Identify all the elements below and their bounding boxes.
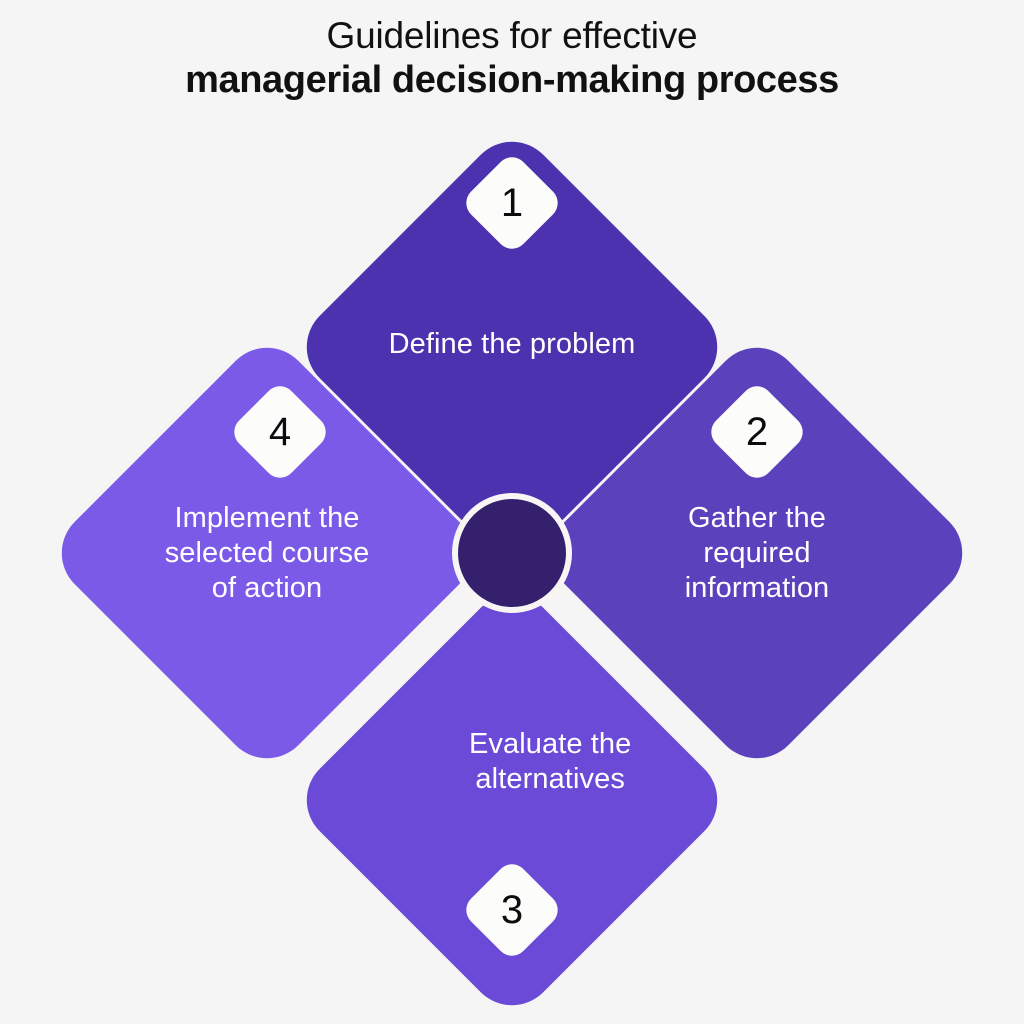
diagram-step-2-label: Gather the required information [684, 501, 830, 604]
diagram-step-3-number: 3 [500, 888, 524, 932]
diagram-step-2-number: 2 [745, 410, 769, 454]
page-title: Guidelines for effective managerial deci… [0, 14, 1024, 102]
diagram-step-4-label: Implement the selected course of action [164, 501, 370, 604]
diagram-step-3-label: Evaluate the alternatives [468, 728, 632, 795]
diagram-step-1-label: Define the problem [388, 327, 636, 360]
diagram-center-hub [452, 493, 572, 613]
diagram-step-1-number: 1 [500, 181, 524, 225]
title-line-emphasis: managerial decision-making process [185, 58, 839, 101]
diagram-step-4-number: 4 [268, 410, 292, 454]
title-line-primary: Guidelines for effective [326, 15, 698, 56]
